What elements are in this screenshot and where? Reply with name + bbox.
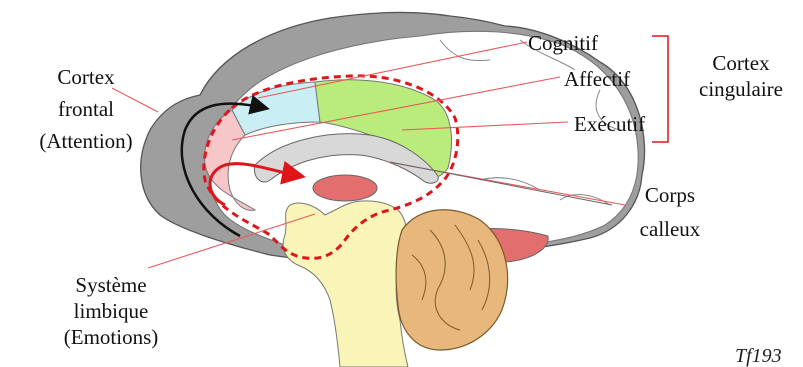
label-systeme-limbique-line1: Système <box>46 272 176 298</box>
label-cognitif: Cognitif <box>528 30 598 56</box>
label-systeme-limbique: Système limbique (Emotions) <box>46 272 176 350</box>
label-cortex-frontal-line1: Cortex <box>26 64 146 90</box>
label-cortex-frontal: Cortex frontal (Attention) <box>26 64 146 154</box>
label-cortex-cingulaire: Cortex cingulaire <box>680 50 802 102</box>
cerebellum <box>396 210 507 350</box>
label-affectif: Affectif <box>564 66 630 92</box>
label-corps-calleux: Corps calleux <box>620 182 720 242</box>
signature-mark: Tf193 <box>735 345 782 367</box>
cingulaire-bracket <box>652 36 668 142</box>
label-cortex-cingulaire-line2: cingulaire <box>680 76 802 102</box>
label-cortex-cingulaire-line1: Cortex <box>680 50 802 76</box>
label-corps-calleux-line1: Corps <box>620 182 720 208</box>
label-executif: Exécutif <box>574 111 645 137</box>
label-systeme-limbique-line2: limbique <box>46 298 176 324</box>
label-cortex-frontal-line2: frontal <box>26 96 146 122</box>
label-cortex-frontal-line3: (Attention) <box>26 128 146 154</box>
thalamus <box>313 175 377 201</box>
brainstem <box>283 201 408 367</box>
label-corps-calleux-line2: calleux <box>620 216 720 242</box>
label-systeme-limbique-line3: (Emotions) <box>46 324 176 350</box>
